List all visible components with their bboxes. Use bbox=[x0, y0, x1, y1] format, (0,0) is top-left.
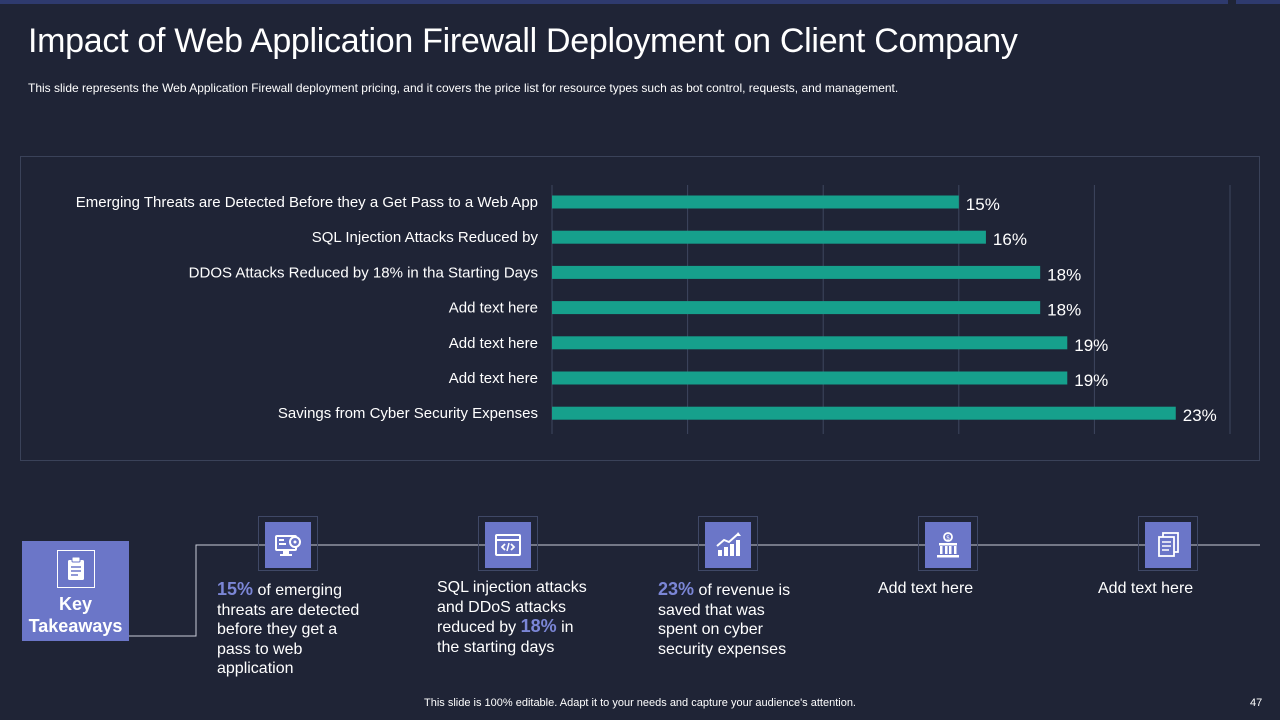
page-number: 47 bbox=[1250, 697, 1263, 709]
takeaway-5-icon-box bbox=[1145, 522, 1191, 568]
takeaway-4-text: Add text here bbox=[878, 580, 974, 597]
top-accent-bar bbox=[0, 0, 1228, 4]
takeaway-3-text: 23% of revenue is saved that was spent o… bbox=[658, 579, 808, 659]
data-label: 16% bbox=[993, 230, 1027, 249]
code-window-icon bbox=[495, 534, 521, 556]
top-accent-bar-right bbox=[1236, 0, 1280, 4]
takeaway-3-pct: 23% bbox=[658, 579, 695, 599]
takeaway-2-body: in the starting days bbox=[437, 619, 574, 656]
data-label: 18% bbox=[1047, 265, 1081, 284]
monitor-settings-icon bbox=[275, 535, 301, 556]
bar bbox=[552, 195, 959, 209]
category-label: Add text here bbox=[449, 335, 538, 352]
takeaway-2-icon-box bbox=[485, 522, 531, 568]
bar-chart: Emerging Threats are Detected Before the… bbox=[76, 185, 1231, 434]
takeaway-1-text: 15% of emerging threats are detected bef… bbox=[217, 579, 372, 679]
bar bbox=[552, 406, 1176, 420]
data-label: 23% bbox=[1183, 406, 1217, 425]
key-takeaways-box: Key Takeaways bbox=[22, 541, 129, 641]
key-icon-frame bbox=[57, 550, 95, 588]
data-label: 15% bbox=[966, 195, 1000, 214]
clipboard-icon bbox=[68, 556, 84, 580]
category-label: Emerging Threats are Detected Before the… bbox=[76, 194, 538, 211]
takeaway-2-icon-frame bbox=[478, 516, 538, 571]
takeaway-3-icon-box bbox=[705, 522, 751, 568]
bar bbox=[552, 230, 986, 244]
category-label: DDOS Attacks Reduced by 18% in tha Start… bbox=[189, 264, 538, 281]
bar bbox=[552, 301, 1041, 315]
takeaway-2-text: SQL injection attacks and DDoS attacks r… bbox=[437, 578, 587, 657]
documents-icon bbox=[1158, 532, 1179, 557]
category-label: Add text here bbox=[449, 370, 538, 387]
takeaway-4-icon-box: $ bbox=[925, 522, 971, 568]
bar bbox=[552, 371, 1068, 385]
page-subtitle: This slide represents the Web Applicatio… bbox=[28, 81, 899, 95]
category-label: SQL Injection Attacks Reduced by bbox=[312, 229, 539, 246]
takeaway-5-text: Add text here bbox=[1098, 580, 1194, 597]
takeaway-2-pre: SQL injection attacks and DDoS attacks r… bbox=[437, 579, 587, 636]
takeaway-1-body: of emerging threats are detected before … bbox=[217, 582, 360, 677]
takeaway-1-icon-box bbox=[265, 522, 311, 568]
footer-note: This slide is 100% editable. Adapt it to… bbox=[424, 697, 856, 709]
takeaway-3-icon-frame bbox=[698, 516, 758, 571]
bank-icon: $ bbox=[937, 532, 959, 558]
chart-panel: Emerging Threats are Detected Before the… bbox=[20, 156, 1260, 461]
takeaway-4-icon-frame bbox=[918, 516, 978, 571]
growth-chart-icon bbox=[716, 532, 741, 556]
takeaway-1-pct: 15% bbox=[217, 579, 254, 599]
bar bbox=[552, 336, 1068, 350]
svg-text:$: $ bbox=[946, 535, 950, 542]
page-title: Impact of Web Application Firewall Deplo… bbox=[28, 22, 1018, 60]
bar bbox=[552, 265, 1041, 279]
takeaway-1-icon-frame bbox=[258, 516, 318, 571]
category-label: Add text here bbox=[449, 300, 538, 317]
takeaway-3-body: of revenue is saved that was spent on cy… bbox=[658, 582, 791, 658]
category-label: Savings from Cyber Security Expenses bbox=[278, 405, 538, 422]
key-takeaways-label: Key Takeaways bbox=[28, 594, 123, 636]
data-label: 18% bbox=[1047, 301, 1081, 320]
takeaway-5-icon-frame bbox=[1138, 516, 1198, 571]
data-label: 19% bbox=[1074, 336, 1108, 355]
data-label: 19% bbox=[1074, 371, 1108, 390]
takeaway-2-pct: 18% bbox=[520, 616, 557, 636]
